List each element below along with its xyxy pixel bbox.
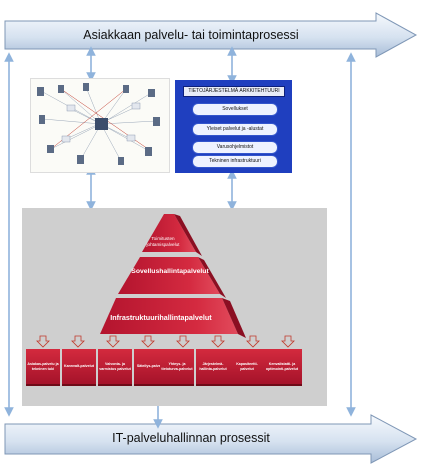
network-diagram-thumbnail — [30, 78, 170, 173]
architecture-layer: Yleiset palvelut ja -alustat — [192, 123, 278, 136]
top-process-arrow — [4, 12, 418, 58]
service-box: Kannvalt-palvelut — [62, 349, 96, 384]
service-pyramid — [100, 214, 246, 338]
service-box: Valvonta- ja varmistus palvelut — [98, 349, 132, 384]
bottom-process-label: IT-palveluhallinnan prosessit — [112, 431, 270, 445]
top-process-label: Asiakkaan palvelu- tai toimintaprosessi — [83, 28, 299, 42]
service-box: Kapasiteetti-palvelut — [230, 349, 264, 384]
down-arrow-icon — [211, 335, 225, 348]
down-arrow-icon — [246, 335, 260, 348]
pyramid-tier-bottom — [100, 298, 238, 334]
architecture-title: TIETOJÄRJESTELMÄ ARKKITEHTUURI — [183, 86, 285, 97]
pyramid-bottom-label: Infrastruktuurihallintapalvelut — [110, 313, 212, 322]
bottom-process-arrow — [4, 414, 418, 464]
down-arrow-icon — [176, 335, 190, 348]
service-box: Järjestelmä-hallinta-palvelut — [196, 349, 230, 384]
service-box: Kenvalistatti- ja optimointi-palvelut — [262, 349, 302, 384]
pyramid-tier-top — [142, 214, 196, 252]
architecture-layer: Tekninen infrastruktuuri — [192, 155, 278, 168]
pyramid-tier-middle — [118, 257, 220, 294]
service-box: Yhteys- ja tietoturva-palvelut — [160, 349, 194, 384]
down-arrow-icon — [281, 335, 295, 348]
service-arrows — [36, 335, 295, 348]
down-arrow-icon — [36, 335, 50, 348]
network-topology-image — [37, 83, 160, 165]
down-arrow-icon — [141, 335, 155, 348]
pyramid-middle-label: Sovellushallintapalvelut — [131, 268, 209, 275]
down-arrow-icon — [106, 335, 120, 348]
architecture-layer: Sovellukset — [192, 103, 278, 116]
service-box: Asiakas-palvelu ja tekninen tuki — [26, 349, 60, 384]
architecture-layer: Varusohjelmistot — [192, 141, 278, 154]
down-arrow-icon — [71, 335, 85, 348]
pyramid-top-label: Toimitusten johtamispalvelut — [146, 236, 180, 247]
